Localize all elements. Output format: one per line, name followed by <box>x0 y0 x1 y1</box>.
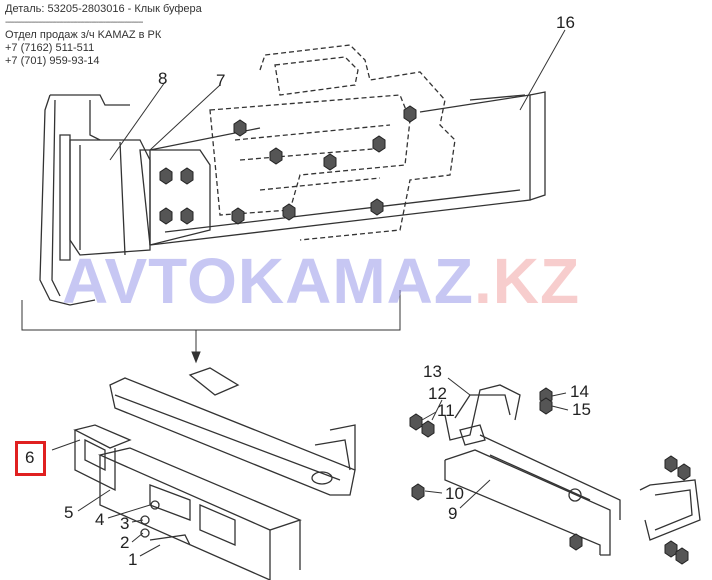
callout-14: 14 <box>570 382 589 401</box>
phone-1: +7 (7162) 511-511 <box>5 42 95 54</box>
callout-15: 15 <box>572 400 591 419</box>
header-info: Деталь: 53205-2803016 - Клык буфера ----… <box>5 3 202 68</box>
bracket-plate-7 <box>139 149 211 246</box>
bumper-5 <box>97 447 302 580</box>
watermark-suffix: .KZ <box>473 245 581 317</box>
sales-dept: Отдел продаж з/ч KAMAZ в РК <box>5 29 162 41</box>
leader-lines-lower-right <box>421 377 569 509</box>
callout-6[interactable]: 6 <box>25 448 35 467</box>
callout-3: 3 <box>120 514 130 533</box>
callout-13: 13 <box>423 362 442 381</box>
callout-12: 12 <box>428 384 447 403</box>
bumper-clamp-6 <box>73 424 132 492</box>
bolts-upper <box>159 105 417 225</box>
callout-8: 8 <box>158 69 168 88</box>
bolts-lower-right <box>409 387 691 565</box>
u-clamp-right <box>639 479 701 541</box>
frame-rail-16 <box>149 91 546 246</box>
callout-10: 10 <box>445 484 464 503</box>
dashed-bracket <box>209 44 456 241</box>
u-clamp-13 <box>444 384 521 441</box>
callout-2: 2 <box>120 533 130 552</box>
callout-16: 16 <box>556 13 575 32</box>
watermark: AVTOKAMAZ.KZ <box>62 244 580 318</box>
small-parts-1-4 <box>140 500 191 546</box>
callout-9: 9 <box>448 504 458 523</box>
callout-4: 4 <box>95 510 105 529</box>
callout-11: 11 <box>437 401 455 420</box>
watermark-main: AVTOKAMAZ <box>62 245 474 317</box>
leader-lines-lower-left <box>51 439 161 557</box>
clamp-body-8 <box>59 134 151 261</box>
part-title: Деталь: 53205-2803016 - Клык буфера <box>5 3 202 15</box>
callout-1: 1 <box>128 550 138 569</box>
callout-5: 5 <box>64 503 74 522</box>
highlight-box-part-6[interactable] <box>15 441 46 476</box>
bumper-edge <box>39 94 130 306</box>
callout-7: 7 <box>216 71 226 90</box>
view-arrow <box>21 290 401 364</box>
tow-bracket-9 <box>444 424 621 556</box>
header-separator: ----------------------------------------… <box>5 17 143 28</box>
leader-lines-upper <box>109 29 566 161</box>
cross-member <box>109 367 356 496</box>
phone-2: +7 (701) 959-93-14 <box>5 55 100 67</box>
